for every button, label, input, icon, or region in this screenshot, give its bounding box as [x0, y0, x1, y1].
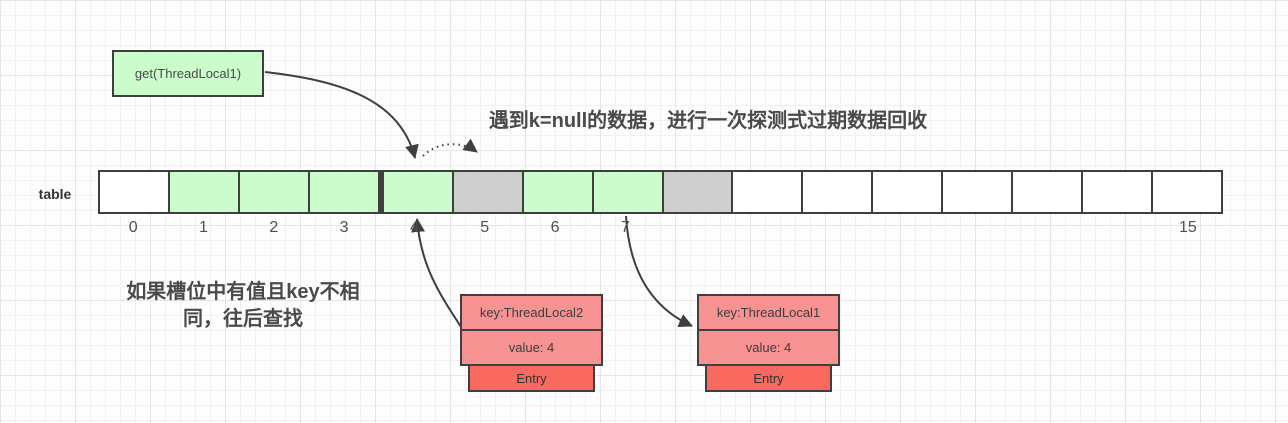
- slot-index-5: 5: [480, 219, 490, 236]
- slot-index-6: 6: [550, 219, 560, 236]
- slot-index-7: 7: [620, 219, 630, 236]
- slot-index-13: [1012, 219, 1082, 239]
- get-call-label: get(ThreadLocal1): [134, 66, 242, 81]
- slot-index-9: [731, 219, 801, 239]
- entry-value-cell: value: 4: [460, 329, 603, 366]
- entry-tag: Entry: [705, 364, 832, 392]
- table-slot-2: [239, 172, 310, 212]
- arrow-get-to-slot4: [264, 71, 419, 159]
- table-slot-10: [803, 172, 874, 212]
- table-slot-9: [733, 172, 804, 212]
- table-slot-6: [523, 172, 594, 212]
- table-slot-8: [663, 172, 734, 212]
- table-slot-7: [593, 172, 664, 212]
- slot-index-0: 0: [128, 219, 138, 236]
- table-slot-1: [169, 172, 240, 212]
- slot-index-2: 2: [269, 219, 279, 236]
- entry-key-cell: key:ThreadLocal2: [460, 294, 603, 331]
- slot-index-15: 15: [1178, 219, 1197, 236]
- entry-threadlocal1: key:ThreadLocal1 value: 4 Entry: [697, 294, 840, 392]
- probe-note: 遇到k=null的数据，进行一次探测式过期数据回收: [488, 110, 928, 132]
- slot-index-14: [1082, 219, 1152, 239]
- table-slot-4: [379, 172, 454, 212]
- slot-index-11: [871, 219, 941, 239]
- entry-tag: Entry: [468, 364, 595, 392]
- table-slot-3: [309, 172, 380, 212]
- table-slot-15: [1153, 172, 1221, 212]
- slot-index-row: 0 1 2 3 4 5 6 7 15: [98, 219, 1223, 239]
- table-slot-5: [453, 172, 524, 212]
- arrow-probe-next-slot-dotted: [422, 138, 478, 157]
- table-slot-11: [873, 172, 944, 212]
- collision-note-line2: 同，往后查找: [183, 308, 303, 330]
- collision-note: 如果槽位中有值且key不相 同，往后查找: [103, 279, 383, 333]
- entry-value-cell: value: 4: [697, 329, 840, 366]
- slot-index-3: 3: [339, 219, 349, 236]
- table-slot-14: [1083, 172, 1154, 212]
- table-slot-12: [943, 172, 1014, 212]
- table-slot-0: [100, 172, 170, 212]
- collision-note-line1: 如果槽位中有值且key不相: [126, 281, 360, 303]
- slot-index-8: [661, 219, 731, 239]
- entry-key-cell: key:ThreadLocal1: [697, 294, 840, 331]
- get-call-box: get(ThreadLocal1): [112, 50, 264, 97]
- slot-index-12: [942, 219, 1012, 239]
- table-slot-13: [1013, 172, 1084, 212]
- slot-index-1: 1: [199, 219, 208, 236]
- table-label: table: [38, 186, 72, 202]
- slot-index-10: [801, 219, 871, 239]
- slot-index-4: 4: [409, 219, 419, 236]
- entry-threadlocal2: key:ThreadLocal2 value: 4 Entry: [460, 294, 603, 392]
- hash-table: [98, 170, 1223, 214]
